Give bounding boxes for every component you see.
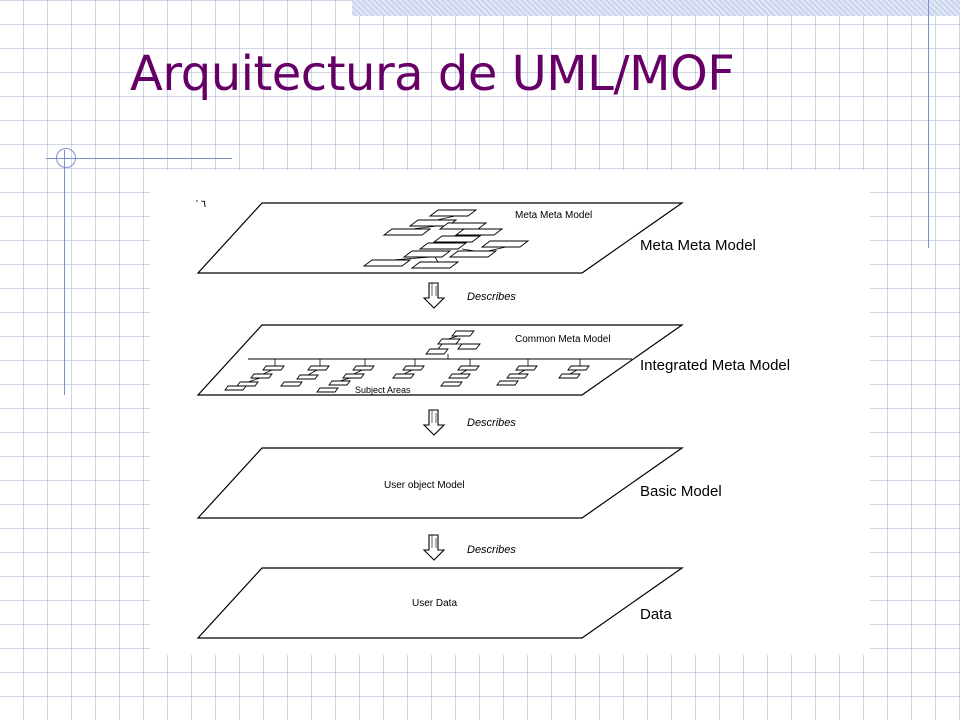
layer-data: User Data Data (196, 567, 684, 639)
left-vertical-rule (64, 150, 65, 395)
arrow-1-label: Describes (467, 291, 516, 303)
common-meta-model-graph (425, 330, 481, 359)
describes-arrow-3: Describes (422, 534, 516, 561)
left-horizontal-rule (46, 158, 232, 159)
top-decorative-band (352, 0, 960, 16)
describes-arrow-2: Describes (422, 409, 516, 436)
subject-areas-text: Subject Areas (355, 385, 411, 395)
layer-label-basic-model: Basic Model (640, 483, 722, 500)
layer-meta-meta-model: Meta Meta Model Meta Meta Model (196, 202, 756, 274)
arrow-2-label: Describes (467, 417, 516, 429)
plane-3 (196, 447, 684, 519)
layer-label-meta-meta-model: Meta Meta Model (640, 237, 756, 254)
layer-label-integrated-meta-model: Integrated Meta Model (640, 357, 790, 374)
plane-3-text: User object Model (384, 480, 465, 491)
plane-2-text: Common Meta Model (515, 334, 611, 345)
layer-integrated-meta-model: Common Meta Model Subject Areas Integrat… (196, 324, 790, 396)
slide-title: Arquitectura de UML/MOF (130, 46, 735, 102)
rule-circle-ornament (56, 148, 76, 168)
down-arrow-icon (422, 409, 446, 436)
meta-meta-model-graph (362, 209, 530, 269)
down-arrow-icon (422, 282, 446, 309)
plane-1-text: Meta Meta Model (515, 210, 592, 221)
arrow-3-label: Describes (467, 544, 516, 556)
describes-arrow-1: Describes (422, 282, 516, 309)
plane-4 (196, 567, 684, 639)
plane-4-text: User Data (412, 598, 457, 609)
subject-areas-graph (224, 359, 590, 393)
down-arrow-icon (422, 534, 446, 561)
layer-basic-model: User object Model Basic Model (196, 447, 722, 519)
uml-mof-diagram: ' ٦ (150, 170, 870, 655)
right-vertical-rule (928, 0, 929, 248)
corner-mark: ' ٦ (196, 199, 206, 210)
layer-label-data: Data (640, 606, 672, 623)
